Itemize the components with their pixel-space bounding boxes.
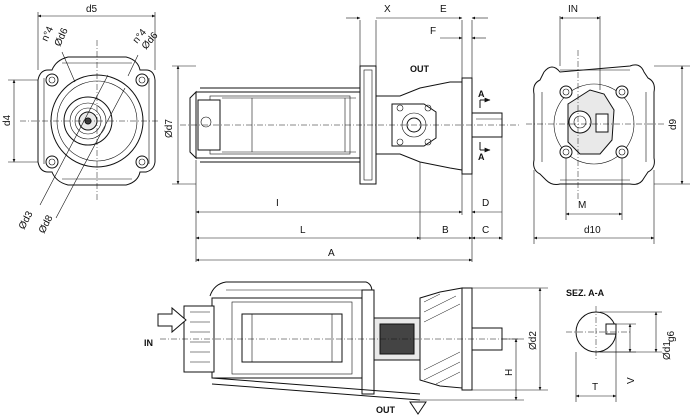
section-title: SEZ. A-A [566, 288, 605, 298]
a-total-label: A [328, 248, 335, 259]
d7-label: Ød7 [164, 119, 175, 138]
section-mark-bottom: A [478, 152, 485, 162]
d1-tolerance: g6 [666, 330, 677, 342]
x-label: X [384, 4, 391, 15]
d8-label: Ød8 [37, 213, 56, 235]
in-label-side: IN [144, 338, 153, 348]
out-label-top: OUT [410, 64, 430, 74]
section-mark-top: A [478, 89, 485, 99]
d4-label: d4 [2, 114, 13, 126]
c-label: C [482, 225, 489, 236]
end-view: IN d9 M d10 [526, 4, 690, 244]
t-label: T [592, 382, 598, 393]
h-label: H [504, 369, 515, 376]
b-label: B [442, 225, 449, 236]
m-label: M [578, 200, 586, 211]
section-a-a: SEZ. A-A Ød1 g6 V T [566, 288, 677, 402]
front-view: d5 n°4 Ød6 n°4 Ød6 d4 Ød3 Ød8 [2, 4, 161, 235]
d2-label: Ød2 [528, 331, 539, 350]
bottom-section-view: IN OUT Ød2 H [144, 281, 548, 415]
d5-label: d5 [86, 4, 98, 15]
v-label: V [626, 377, 637, 384]
d1-label: Ød1 [662, 341, 673, 360]
f-label: F [430, 26, 436, 37]
side-view: X E F OUT A A Ød7 I L A B C D [164, 4, 520, 262]
d-label: D [482, 198, 489, 209]
e-label: E [440, 4, 447, 15]
l-label: L [300, 225, 306, 236]
in-label-top: IN [568, 4, 578, 15]
out-label-bottom: OUT [376, 405, 396, 415]
d9-label: d9 [668, 118, 679, 130]
d10-label: d10 [584, 225, 601, 236]
d3-label: Ød3 [17, 209, 36, 231]
i-label: I [276, 198, 279, 209]
